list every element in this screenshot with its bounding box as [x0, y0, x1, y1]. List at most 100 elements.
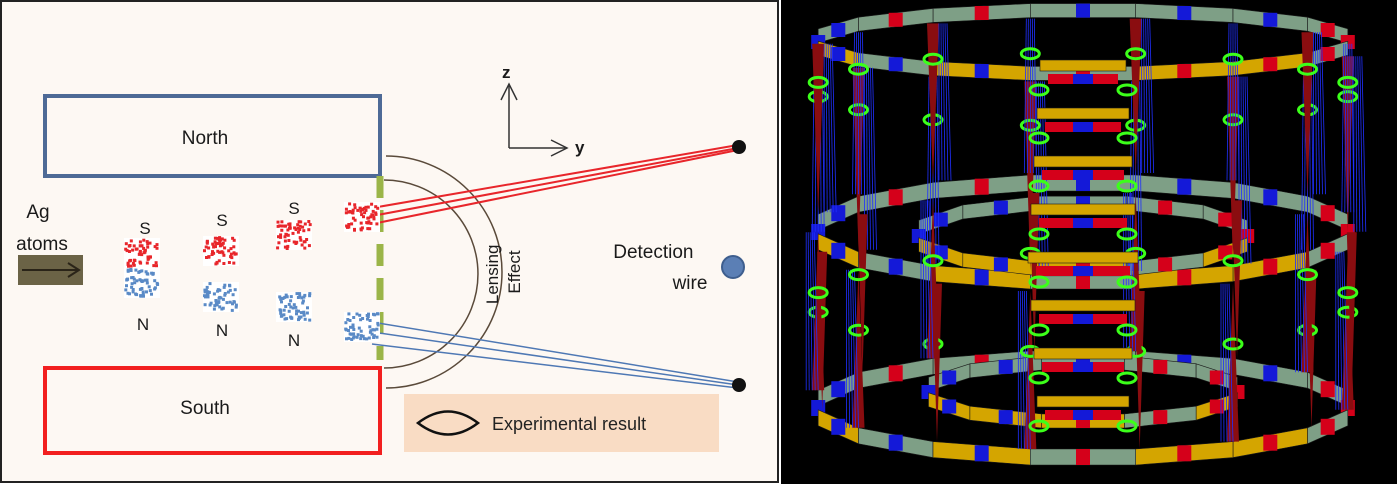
green-ring [1116, 275, 1138, 289]
central-plate [1033, 347, 1133, 372]
green-ring [1337, 286, 1359, 300]
cone-strut [812, 232, 825, 391]
green-ring [1116, 227, 1138, 241]
detection-point-upper [732, 140, 746, 154]
green-ring [1116, 323, 1138, 337]
wire-bundle [1017, 291, 1031, 450]
legend-box [404, 394, 719, 452]
wire-bundle [1295, 214, 1308, 373]
spin-up-block [124, 238, 160, 268]
spin-up-beams [371, 144, 739, 225]
wire-bundle [1226, 23, 1240, 181]
wire-bundle [823, 43, 837, 213]
wire-bundle [852, 32, 865, 195]
green-ring [1028, 323, 1050, 337]
cone-strut [1301, 214, 1314, 373]
cone-strut [926, 200, 939, 359]
green-ring [922, 254, 944, 268]
spin-down-block [203, 282, 239, 312]
green-ring [922, 52, 944, 66]
detection-point-lower [732, 378, 746, 392]
green-ring [1222, 337, 1244, 351]
cone-strut [1129, 192, 1142, 351]
spin-down-beams [371, 321, 739, 389]
green-ring [848, 268, 869, 282]
pole-label-n3: N [288, 331, 300, 350]
green-ring [1297, 268, 1318, 282]
source-label-ag: Ag [26, 202, 49, 223]
north-magnet [43, 94, 382, 178]
green-ring [1028, 227, 1050, 241]
stern-gerlach-diagram: z y North South Lensing Effect Detection… [0, 0, 779, 483]
green-ring [1337, 305, 1359, 319]
central-plate [1036, 395, 1130, 420]
ring-inner-bottom [921, 355, 1245, 429]
cone-strut [1024, 291, 1037, 450]
central-plate [1030, 203, 1136, 228]
central-plate [1030, 299, 1136, 324]
green-ring [1028, 131, 1050, 145]
y-axis-label: y [575, 138, 585, 157]
spin-down-block [344, 312, 380, 342]
detection-wire-icon [721, 255, 745, 279]
central-plate [1033, 155, 1133, 180]
z-axis-label: z [502, 63, 511, 82]
south-magnet-label: South [180, 398, 230, 419]
legend-text: Experimental result [492, 414, 646, 434]
green-ring [1028, 179, 1050, 193]
pole-label-s1: S [139, 219, 150, 238]
green-ring [1222, 254, 1244, 268]
green-ring [1116, 131, 1138, 145]
green-ring [848, 62, 869, 76]
arrow-right-icon [22, 262, 81, 278]
wire-bundle [1341, 43, 1355, 213]
green-ring [1116, 371, 1138, 385]
spin-down-block [276, 292, 312, 322]
pole-label-n1: N [137, 315, 149, 334]
wire-bundle [1238, 76, 1252, 264]
green-ring [1116, 419, 1138, 433]
green-ring [1222, 52, 1244, 66]
cone-strut [1227, 283, 1240, 442]
green-ring [1028, 83, 1050, 97]
green-ring [1337, 75, 1359, 89]
green-ring [1116, 179, 1138, 193]
wire-bundle [805, 232, 819, 391]
wire-bundle [920, 200, 934, 359]
green-ring [1297, 62, 1318, 76]
central-plate [1039, 59, 1127, 84]
ring-top [811, 3, 1355, 81]
green-ring [807, 75, 829, 89]
central-plate [1027, 251, 1139, 276]
green-ring [1028, 419, 1050, 433]
south-magnet [43, 366, 382, 455]
pole-label-s3: S [288, 199, 299, 218]
detection-label: Detection wire [613, 242, 707, 294]
green-ring [1019, 47, 1041, 61]
render-canvas [781, 0, 1397, 484]
source-label-atoms: atoms [16, 234, 68, 255]
lens-arc-inner [383, 179, 479, 369]
pole-label-s2: S [216, 211, 227, 230]
spin-up-block [276, 220, 312, 250]
spin-up-block [203, 236, 239, 266]
spin-blocks [124, 202, 380, 342]
wire-bundle [938, 23, 952, 181]
spin-down-block [124, 268, 160, 298]
cone-strut [1346, 232, 1357, 391]
wire-bundle [1335, 251, 1349, 410]
wire-bundle [846, 269, 859, 428]
axes-indicator: z y [500, 63, 585, 157]
green-ring [1028, 275, 1050, 289]
cone-strut [852, 269, 865, 428]
structure-3d-render [781, 0, 1397, 484]
green-ring [848, 323, 869, 337]
central-plate [1036, 107, 1130, 132]
lens-shape-icon [415, 410, 481, 436]
north-magnet-label: North [182, 128, 228, 149]
green-ring [807, 286, 829, 300]
cone-strut [1232, 200, 1243, 359]
wire-bundle [1220, 283, 1234, 442]
cone-strut [1341, 251, 1354, 410]
green-ring [1028, 371, 1050, 385]
